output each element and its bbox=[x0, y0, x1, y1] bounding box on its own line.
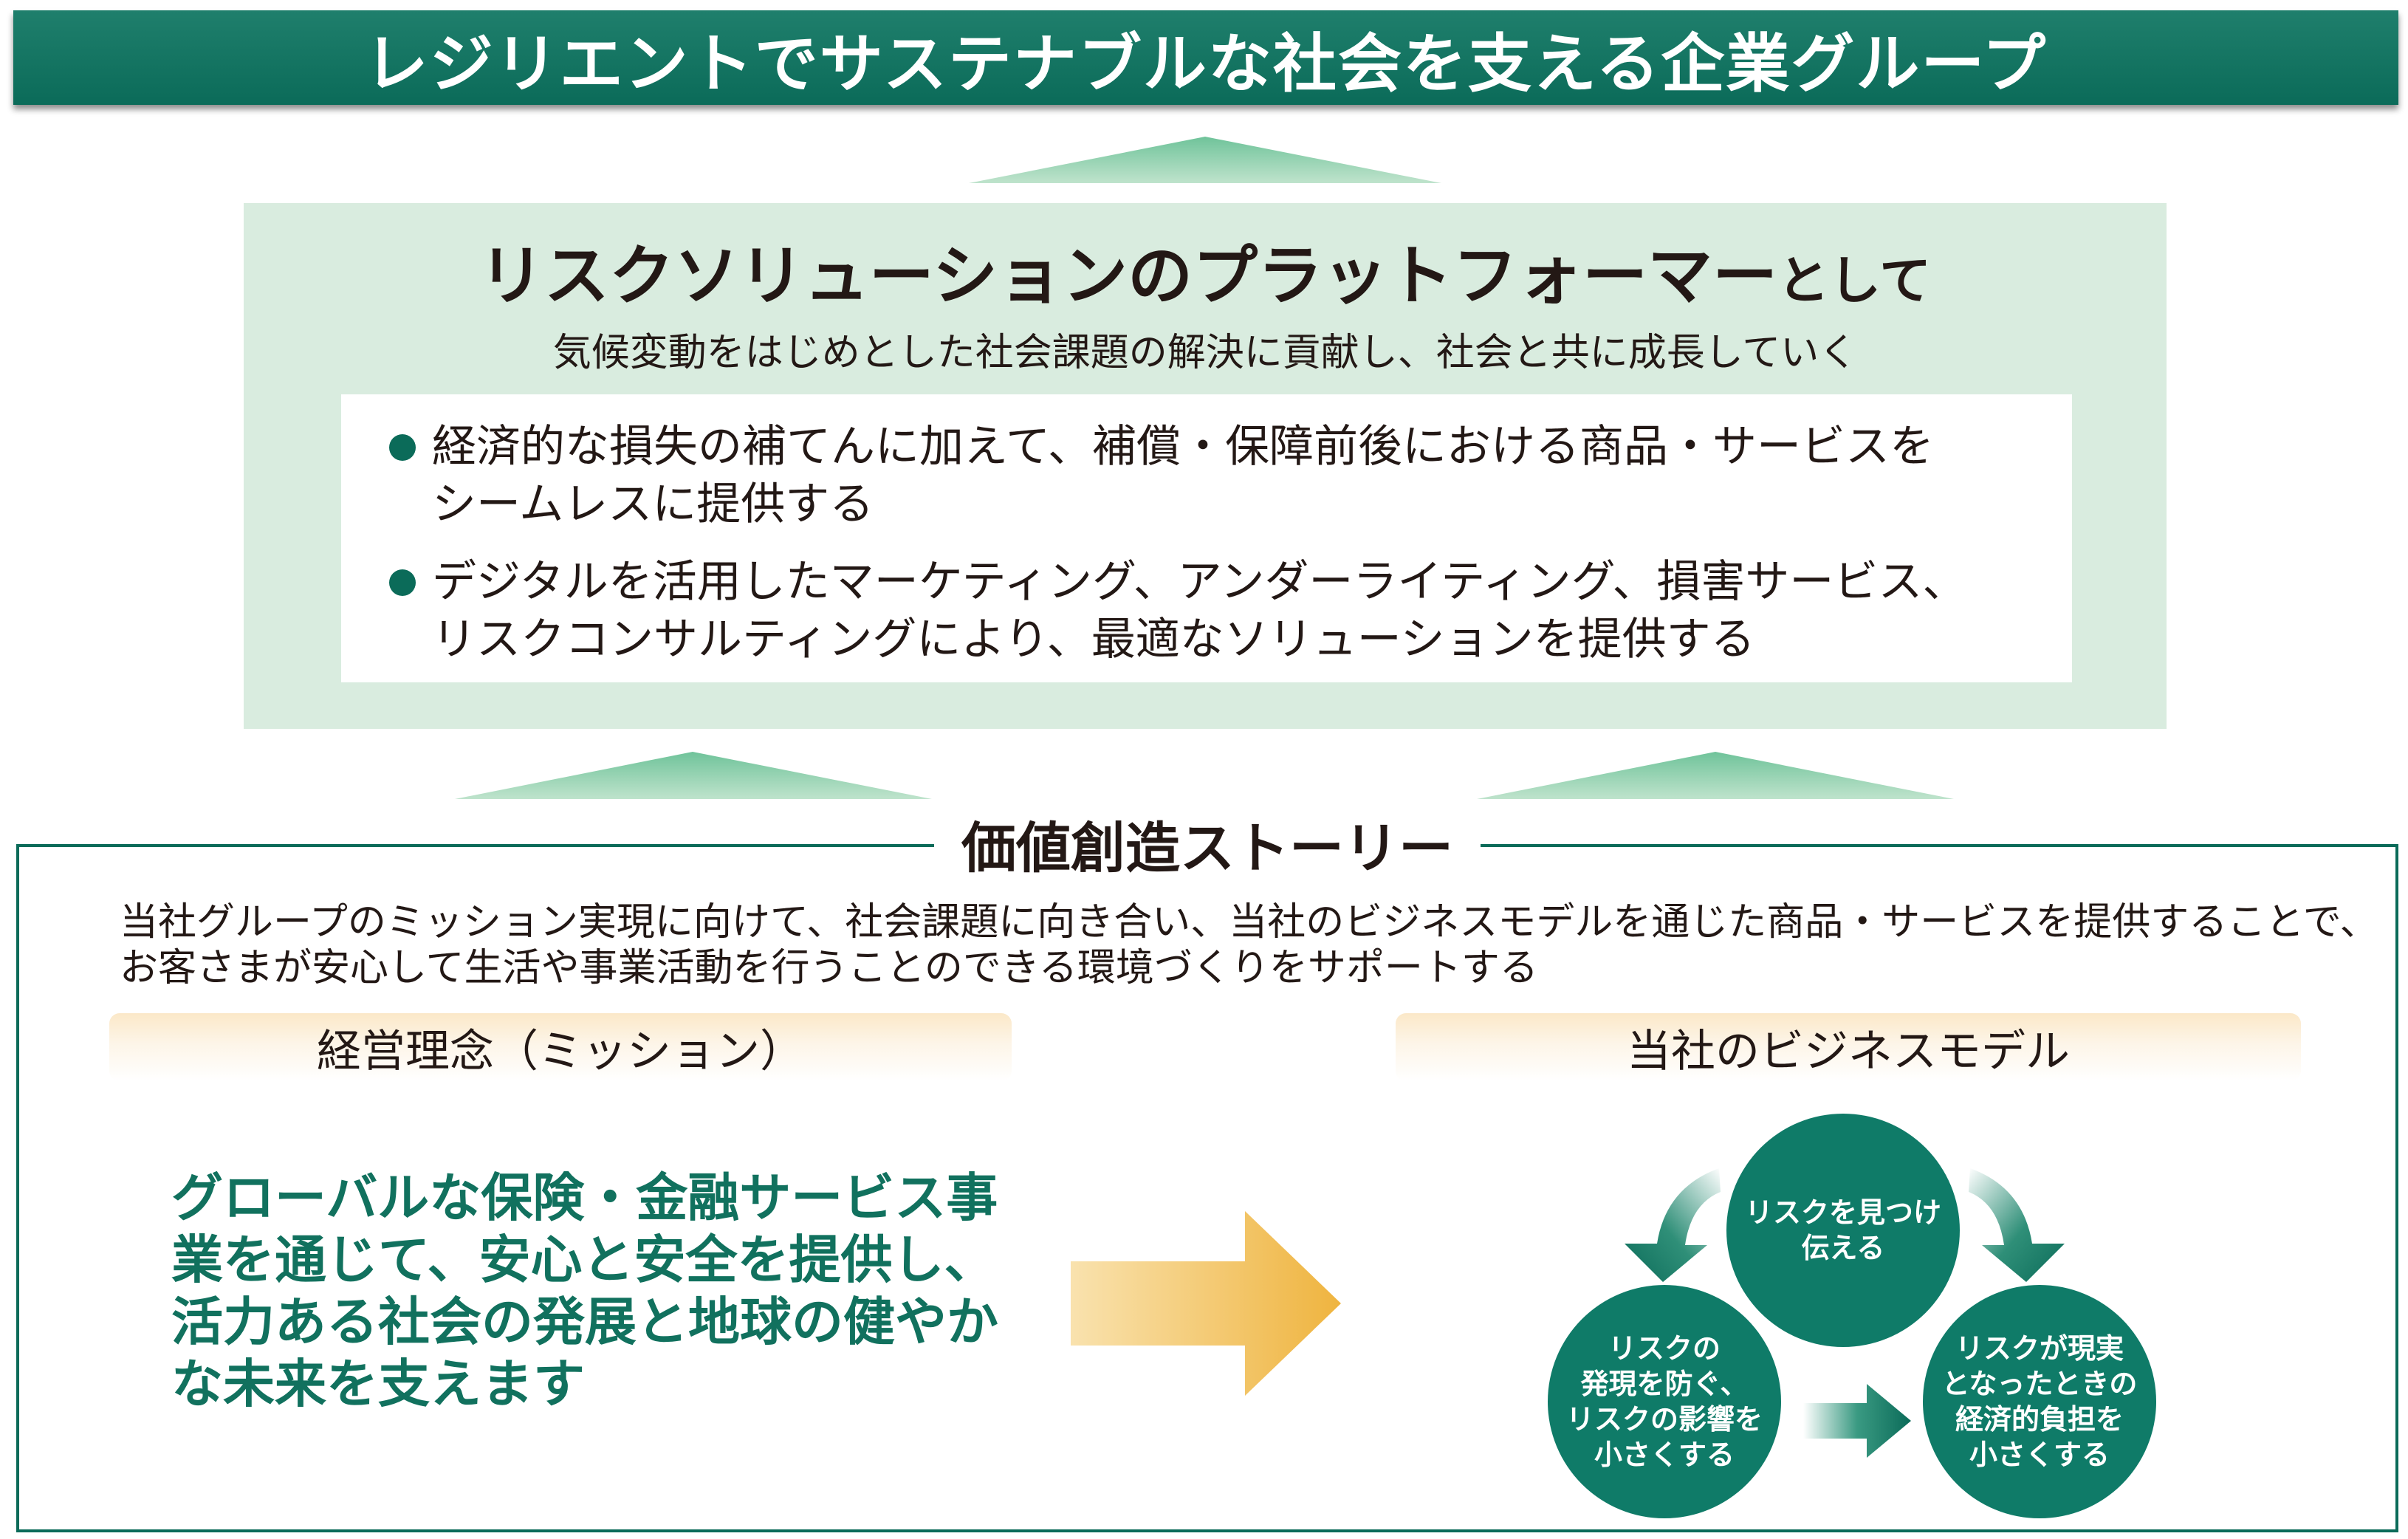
platform-title-suffix: として bbox=[1777, 250, 1932, 311]
bullet-1-line2: シームレスに提供する bbox=[432, 479, 874, 530]
platform-title: リスクソリューションのプラットフォーマーとして bbox=[244, 244, 2167, 309]
bullet-1-line1: 経済的な損失の補てんに加えて、補償・保障前後における商品・サービスを bbox=[432, 421, 1934, 473]
platform-bullet-2: デジタルを活用したマーケティング、アンダーライティング、損害サービス、 リスクコ… bbox=[389, 553, 2042, 668]
mission-header-label: 経営理念（ミッション） bbox=[317, 1025, 804, 1077]
circle-reduce-economic-burden: リスクが現実 となったときの 経済的負担を 小さくする bbox=[1923, 1285, 2156, 1518]
cycle-arrow-left-shape bbox=[1625, 1168, 1721, 1282]
up-arrow-triangle-top bbox=[969, 137, 1441, 183]
page-title: レジリエントでサステナブルな社会を支える企業グループ bbox=[364, 27, 2048, 101]
cycle-arrow-right-shape bbox=[1969, 1168, 2065, 1282]
story-title: 価値創造ストーリー bbox=[934, 818, 1481, 879]
platform-subtitle: 気候変動をはじめとした社会課題の解決に貢献し、社会と共に成長していく bbox=[552, 331, 1858, 375]
cycle-arrow-bottom-shape bbox=[1803, 1384, 1911, 1458]
up-arrow-triangle-left bbox=[455, 752, 932, 799]
platform-title-main: リスクソリューションのプラットフォーマー bbox=[478, 238, 1778, 314]
circle-prevent-reduce-risk: リスクの 発現を防ぐ、 リスクの影響を 小さくする bbox=[1548, 1285, 1781, 1518]
business-model-header: 当社のビジネスモデル bbox=[1396, 1013, 2301, 1081]
bullet-2-line1: デジタルを活用したマーケティング、アンダーライティング、損害サービス、 bbox=[432, 556, 1967, 608]
story-description-line2: お客さまが安心して生活や事業活動を行うことのできる環境づくりをサポートする bbox=[120, 946, 1538, 990]
bullet-2-line2: リスクコンサルティングにより、最適なソリューションを提供する bbox=[432, 614, 1755, 665]
platform-bullet-box bbox=[341, 394, 2072, 682]
story-description-line1: 当社グループのミッション実現に向けて、社会課題に向き合い、当社のビジネスモデルを… bbox=[120, 900, 2378, 945]
mission-header: 経営理念（ミッション） bbox=[109, 1013, 1012, 1081]
platform-bullet-1: 経済的な損失の補てんに加えて、補償・保障前後における商品・サービスを シームレス… bbox=[389, 418, 2042, 533]
right-arrow-icon bbox=[1071, 1211, 1341, 1396]
bullet-dot-icon bbox=[389, 569, 416, 596]
business-model-header-label: 当社のビジネスモデル bbox=[1627, 1025, 2070, 1077]
page-title-banner: レジリエントでサステナブルな社会を支える企業グループ bbox=[13, 10, 2398, 105]
up-arrow-triangle-right bbox=[1477, 752, 1954, 799]
bullet-dot-icon bbox=[389, 434, 416, 461]
mission-statement: グローバルな保険・金融サービス事業を通じて、安心と安全を提供し、活力ある社会の発… bbox=[171, 1168, 998, 1414]
circle-find-communicate-risk: リスクを見つけ 伝える bbox=[1726, 1114, 1960, 1347]
